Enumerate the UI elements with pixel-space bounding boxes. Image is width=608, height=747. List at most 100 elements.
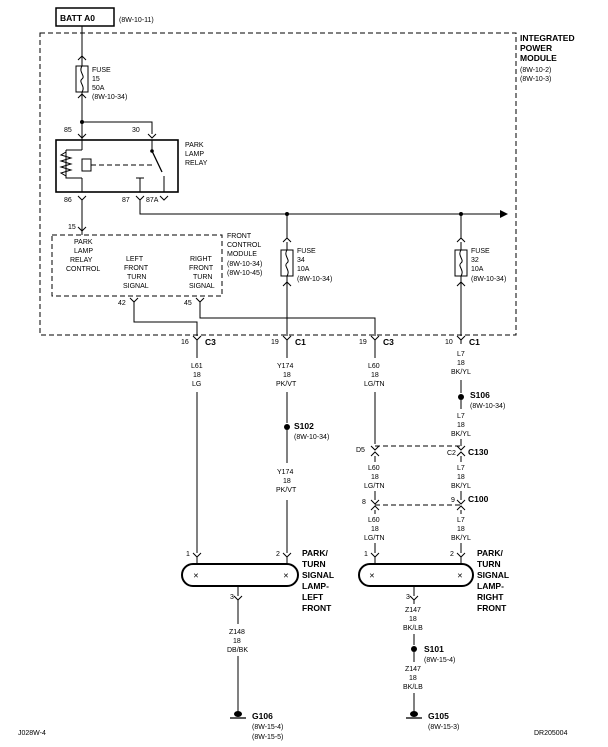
c130-terminal-right [456,445,466,451]
wire-l7-color: BK/YL [451,483,471,490]
ipm-ref: (8W-10-2) [520,67,551,74]
wire-l7-gauge: 18 [457,474,465,481]
fuse-34-label: (8W-10-34) [297,276,332,283]
lamp-right-filament-icon: ✕ [369,573,375,580]
c100-terminal-right [456,505,466,511]
fcm-pin-42: 42 [118,300,126,307]
wire-l60-code: L60 [368,363,380,370]
lamp-right-label: RIGHT [477,592,504,602]
ground-g105-symbol [410,711,418,717]
ipm-title: INTEGRATED [520,33,575,43]
c130-pin-right: C2 [447,450,456,457]
relay-87-bus [139,200,500,215]
wire-z147-color: BK/LB [403,684,423,691]
relay-pin-30-terminal [147,133,157,139]
wire-y174-code: Y174 [277,469,293,476]
relay-label: RELAY [185,160,208,167]
bus-arrow [500,210,508,218]
wire-z147-code: Z147 [405,607,421,614]
ground-g106-symbol [234,711,242,717]
connector-c1-19 [282,335,292,341]
fcm-right-front-turn: TURN [193,274,212,281]
fcm-right-front-turn: SIGNAL [189,283,215,290]
lamp-left-pin-2: 2 [276,551,280,558]
lamp-left-filament-icon: ✕ [283,573,289,580]
ground-g105-name: G105 [428,711,449,721]
c100-terminal-left [370,499,380,505]
splice-s106 [458,394,464,400]
splice-s102-ref: (8W-10-34) [294,434,329,441]
c130-terminal-left [370,445,380,451]
lamp-left-label: PARK/ [302,548,328,558]
splice-s102 [284,424,290,430]
fcm-left-front-turn: FRONT [124,265,149,272]
wire-l7-code: L7 [457,413,465,420]
ipm-title: POWER [520,43,552,53]
lamp-right-filament-icon: ✕ [457,573,463,580]
fuse-32-element [459,249,463,277]
fuse-34-label: FUSE [297,248,316,255]
relay-pin-85-terminal [77,133,87,139]
fcm-park-relay-control: RELAY [70,257,93,264]
wire-y174-color: PK/VT [276,381,297,388]
wire-l7-color: BK/YL [451,369,471,376]
fuse-32-terminal [456,237,466,243]
fcm-ref: (8W-10-45) [227,270,262,277]
lamp-left-label: TURN [302,559,326,569]
fcm-pin-15: 15 [68,224,76,231]
c130-terminal-left [370,451,380,457]
wire-l60-gauge: 18 [371,526,379,533]
wire-l60-color: LG/TN [364,483,385,490]
ground-g105-ref: (8W-15-3) [428,724,459,731]
lamp-left-pin-3: 3 [230,594,234,601]
park-lamp-relay-box [55,139,179,193]
lamp-left-pin-2-terminal [282,552,292,558]
wire-z147-gauge: 18 [409,616,417,623]
relay-pin-30: 30 [132,127,140,134]
footer-right-code: DR205004 [534,730,568,737]
c130-pin-left: D5 [356,447,365,454]
fuse-32-label: FUSE [471,248,490,255]
wire-l61-gauge: 18 [193,372,201,379]
lamp-left-label: LEFT [302,592,324,602]
fuse-34-terminal [282,237,292,243]
relay-coil [59,151,73,177]
lamp-right-pin-1-terminal [370,552,380,558]
wire-l60-gauge: 18 [371,372,379,379]
relay-pin-86-terminal [77,195,87,201]
wire-l61-code: L61 [191,363,203,370]
footer-left-code: J028W-4 [18,730,46,737]
wire-l7-code: L7 [457,517,465,524]
wire-l60-code: L60 [368,465,380,472]
lamp-right-label: FRONT [477,603,507,613]
fcm-pin-45-terminal [195,297,205,303]
fcm-label: FRONT [227,233,252,240]
splice-s101 [411,646,417,652]
wire-l60-color: LG/TN [364,381,385,388]
connector-c3-16-pin: 16 [181,339,189,346]
c100-pin-right: 9 [451,497,455,504]
splice-s106-ref: (8W-10-34) [470,403,505,410]
lamp-left-filament-icon: ✕ [193,573,199,580]
lamp-left-pin-1: 1 [186,551,190,558]
c130-terminal-right [456,451,466,457]
connector-c1-19-name: C1 [295,337,306,347]
wire-y174-gauge: 18 [283,372,291,379]
lamp-left-label: SIGNAL [302,570,334,580]
ground-g106-ref: (8W-15-5) [252,734,283,741]
lamp-right-pin-1: 1 [364,551,368,558]
wire-l7-code: L7 [457,465,465,472]
fcm-right-front-turn: RIGHT [190,256,213,263]
wire-l60-gauge: 18 [371,474,379,481]
wire-l7-gauge: 18 [457,360,465,367]
lamp-left-label: FRONT [302,603,332,613]
fuse-15-label: 15 [92,76,100,83]
fcm-left-front-turn: SIGNAL [123,283,149,290]
splice-s101-ref: (8W-15-4) [424,657,455,664]
wire-l7-color: BK/YL [451,431,471,438]
batt-a0-label: BATT A0 [60,13,95,23]
fuse-32-label: 32 [471,257,479,264]
fuse-15-label: (8W-10-34) [92,94,127,101]
relay-pin-86: 86 [64,197,72,204]
